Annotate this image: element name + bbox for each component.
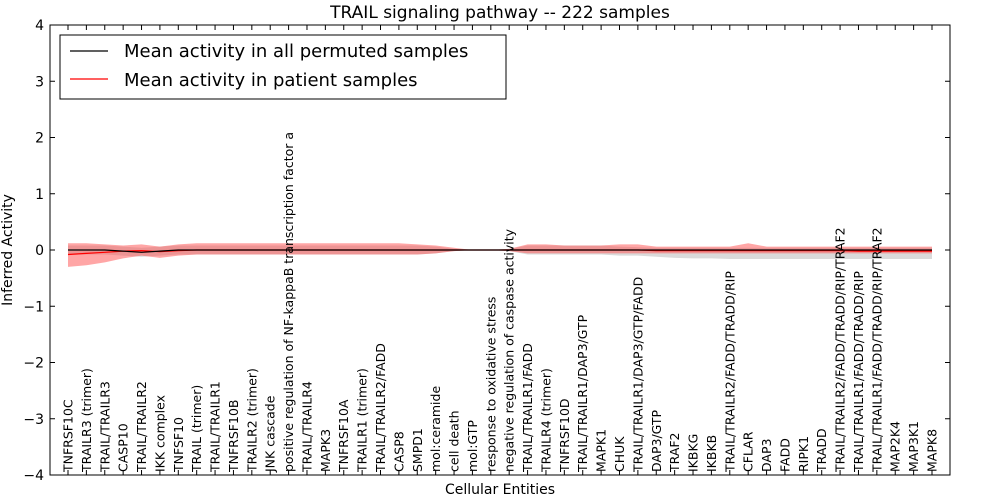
y-tick-label: −3 bbox=[23, 412, 44, 428]
legend: Mean activity in all permuted samples Me… bbox=[59, 34, 507, 100]
x-tick-label: negative regulation of caspase activity bbox=[502, 228, 517, 472]
x-tick-label: TRAILR4 (trimer) bbox=[539, 368, 554, 473]
x-tick-label: mol:GTP bbox=[465, 420, 480, 472]
y-tick-label: 4 bbox=[35, 18, 44, 34]
y-tick-label: 3 bbox=[35, 74, 44, 90]
x-tick-label: positive regulation of NF-kappaB transcr… bbox=[281, 132, 296, 472]
x-tick-label: TNFRSF10A bbox=[336, 399, 351, 473]
x-tick-label: IKK complex bbox=[152, 395, 167, 472]
plot-frame bbox=[49, 24, 951, 476]
x-tick-label: TRAIL/TRAILR2 bbox=[134, 381, 149, 473]
x-tick-label: TRAILR1 (trimer) bbox=[355, 368, 370, 473]
legend-box bbox=[59, 34, 507, 100]
x-tick-label: TRAF2 bbox=[667, 432, 682, 473]
x-tick-label: TNFSF10 bbox=[171, 417, 186, 473]
x-tick-label: MAPK3 bbox=[318, 429, 333, 472]
legend-label-permuted: Mean activity in all permuted samples bbox=[124, 41, 468, 62]
x-tick-label: response to oxidative stress bbox=[483, 297, 498, 472]
x-tick-label: FADD bbox=[777, 438, 792, 472]
permuted-mean-line bbox=[68, 249, 932, 253]
x-tick-label: TNFRSF10D bbox=[557, 398, 572, 473]
y-tick-label: 1 bbox=[35, 187, 44, 203]
x-tick-label: TRAILR3 (trimer) bbox=[79, 368, 94, 473]
x-tick-label: MAPK1 bbox=[594, 429, 609, 472]
chart-title: TRAIL signaling pathway -- 222 samples bbox=[329, 3, 670, 23]
x-axis-label: Cellular Entities bbox=[445, 482, 555, 498]
x-tick-label: RIPK1 bbox=[796, 436, 811, 472]
x-tick-label: TRAIL (trimer) bbox=[189, 385, 204, 473]
x-tick-label: cell death bbox=[447, 410, 462, 472]
x-tick-label: JNK cascade bbox=[263, 395, 278, 473]
x-tick-label: IKBKG bbox=[686, 434, 701, 472]
x-tick-label: MAP3K1 bbox=[906, 421, 921, 472]
x-tick-label: TRAIL/TRAILR2/FADD/TRADD/RIP bbox=[722, 271, 737, 473]
x-tick-label: TRADD bbox=[814, 428, 829, 473]
y-tick-label: 2 bbox=[35, 131, 44, 147]
x-tick-label: TRAIL/TRAILR3 bbox=[97, 381, 112, 473]
x-tick-label: TRAIL/TRAILR1/FADD/TRADD/RIP/TRAF2 bbox=[869, 227, 884, 473]
x-tick-label: TRAIL/TRAILR1 bbox=[208, 381, 223, 473]
x-tick-label: TNFRSF10C bbox=[61, 399, 76, 473]
x-tick-label: MAP2K4 bbox=[888, 421, 903, 472]
series-lines bbox=[67, 249, 932, 256]
legend-label-patient: Mean activity in patient samples bbox=[124, 70, 418, 91]
x-tick-label: TRAILR2 (trimer) bbox=[244, 368, 259, 473]
x-tick-label: CHUK bbox=[612, 436, 627, 472]
y-axis-label: Inferred Activity bbox=[0, 194, 16, 306]
y-tick-label: −1 bbox=[23, 299, 44, 315]
x-tick-label: SMPD1 bbox=[410, 428, 425, 472]
x-tick-label: CASP10 bbox=[116, 423, 131, 472]
y-tick-label: 0 bbox=[35, 243, 44, 259]
y-axis-ticks: 4 3 2 1 0 −1 −2 −3 −4 bbox=[23, 18, 950, 484]
x-tick-label: DAP3/GTP bbox=[649, 409, 664, 472]
x-tick-label: TRAIL/TRAILR1/DAP3/GTP/FADD bbox=[630, 277, 645, 473]
x-tick-label: TRAIL/TRAILR4 bbox=[300, 381, 315, 473]
patient-band bbox=[68, 243, 932, 267]
x-tick-label: TNFRSF10B bbox=[226, 400, 241, 473]
y-tick-label: −2 bbox=[23, 356, 44, 372]
x-tick-label: MAPK8 bbox=[925, 429, 940, 472]
x-tick-label: CFLAR bbox=[741, 431, 756, 472]
x-tick-label: DAP3 bbox=[759, 439, 774, 472]
x-tick-label: CASP8 bbox=[391, 431, 406, 472]
x-tick-label: TRAIL/TRAILR2/FADD/TRADD/RIP/TRAF2 bbox=[833, 227, 848, 473]
x-tick-label: mol:ceramide bbox=[428, 386, 443, 472]
x-tick-label: TRAIL/TRAILR1/DAP3/GTP bbox=[575, 314, 590, 473]
y-tick-label: −4 bbox=[23, 468, 44, 484]
x-tick-label: TRAIL/TRAILR2/FADD bbox=[373, 343, 388, 473]
x-tick-label: TRAIL/TRAILR1/FADD/TRADD/RIP bbox=[851, 271, 866, 473]
x-tick-label: TRAIL/TRAILR1/FADD bbox=[520, 343, 535, 473]
x-tick-label: IKBKB bbox=[704, 435, 719, 472]
confidence-bands bbox=[68, 243, 932, 267]
